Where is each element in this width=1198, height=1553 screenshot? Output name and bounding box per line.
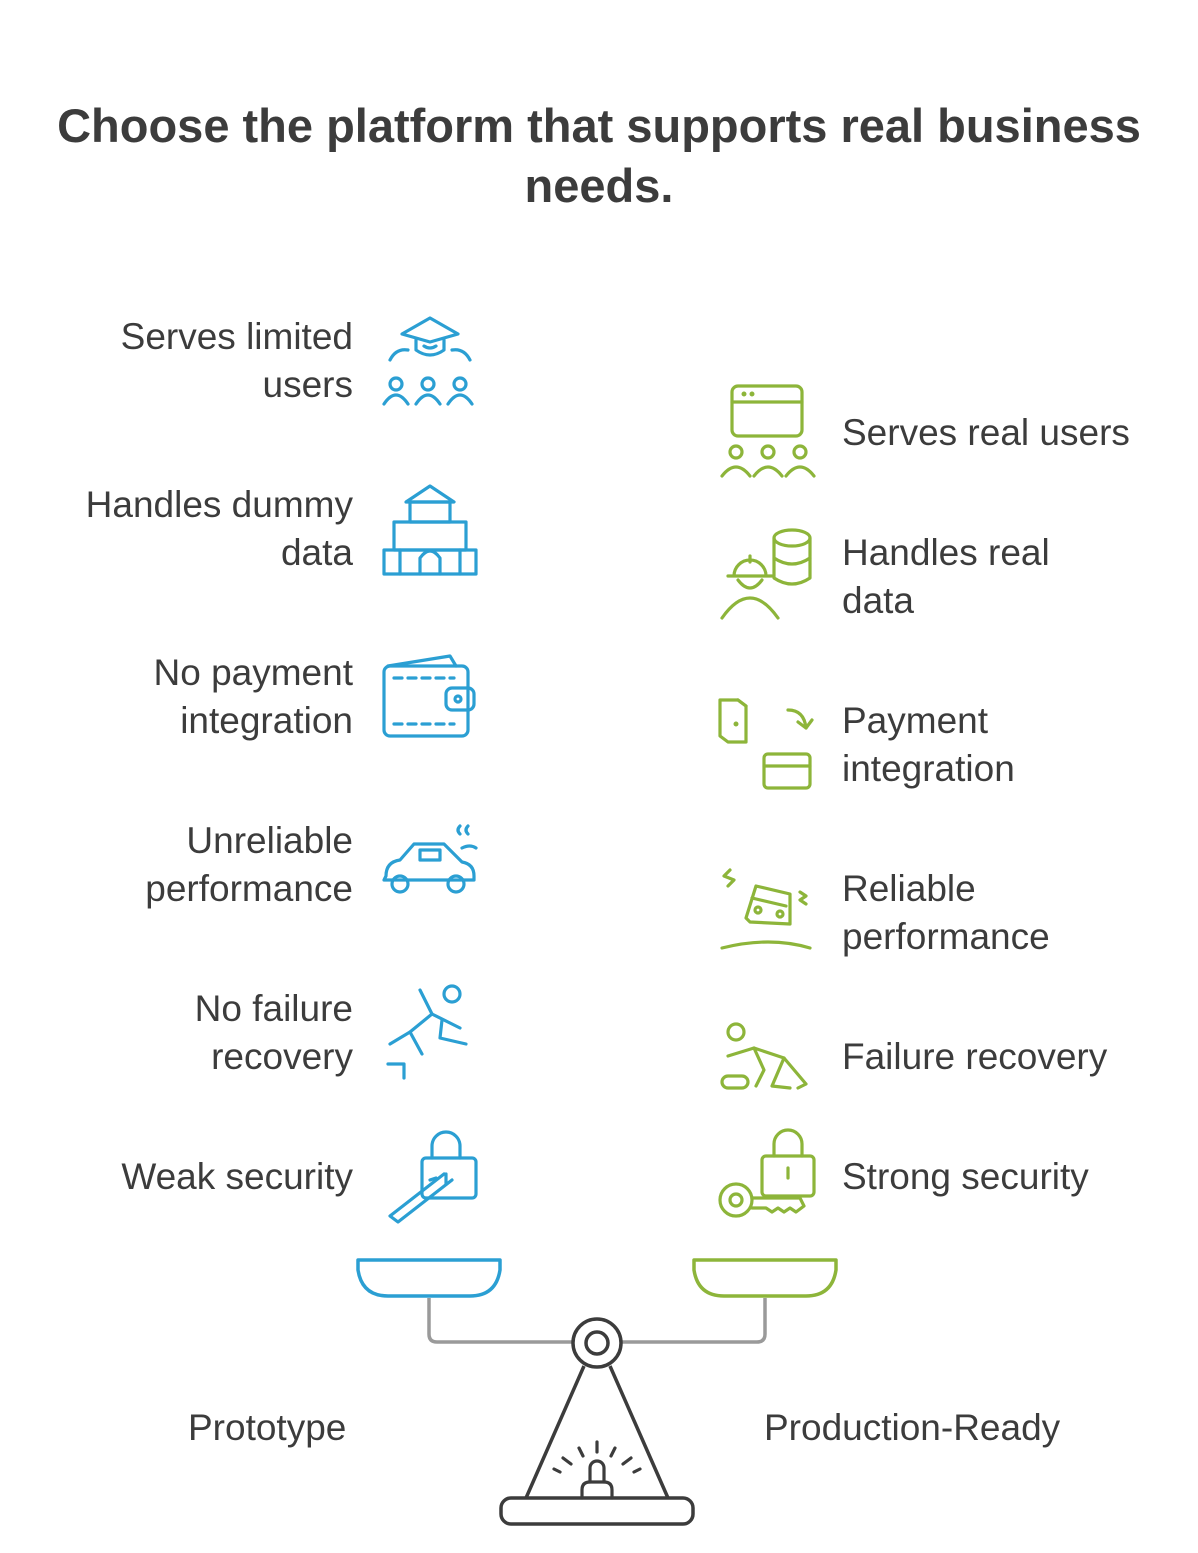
prototype-item-label: No failure recovery (194, 988, 353, 1077)
prototype-item-label: Weak security (121, 1156, 353, 1197)
toy-blocks-icon (380, 480, 480, 580)
wallet-icon (380, 648, 480, 748)
right-pan (692, 1258, 838, 1298)
wallet-card-icon (718, 696, 818, 796)
prototype-item-label: Unreliable performance (145, 820, 353, 909)
scale-beam (427, 1298, 767, 1344)
prototype-side-label: Prototype (188, 1407, 347, 1448)
production-item-label: Serves real users (842, 412, 1130, 453)
broken-car-icon (380, 816, 480, 916)
key-lock-icon (718, 1128, 818, 1228)
page-title: Choose the platform that supports real b… (57, 99, 1141, 212)
scale-base (499, 1496, 695, 1526)
production-item-label: Failure recovery (842, 1036, 1108, 1077)
production-side-label: Production-Ready (764, 1407, 1061, 1448)
alarm-light-icon (552, 1440, 642, 1500)
lockpick-icon (380, 1128, 480, 1228)
falling-person-icon (380, 984, 480, 1084)
production-item-label: Payment integration (842, 700, 1015, 789)
person-getting-up-icon (718, 1016, 818, 1116)
production-item-label: Strong security (842, 1156, 1089, 1197)
prototype-item-label: Serves limited users (120, 316, 353, 405)
car-drift-icon (718, 864, 818, 964)
production-item-label: Handles real data (842, 532, 1050, 621)
graduation-group-icon (380, 312, 480, 412)
left-pan (356, 1258, 502, 1298)
engineer-database-icon (718, 528, 818, 628)
scale-stand (524, 1365, 670, 1499)
scale-pivot-inner (584, 1330, 610, 1356)
prototype-item-label: Handles dummy data (85, 484, 353, 573)
prototype-item-label: No payment integration (153, 652, 354, 741)
production-item-label: Reliable performance (842, 868, 1050, 957)
scale-pivot (571, 1317, 623, 1369)
browser-users-icon (718, 384, 818, 484)
